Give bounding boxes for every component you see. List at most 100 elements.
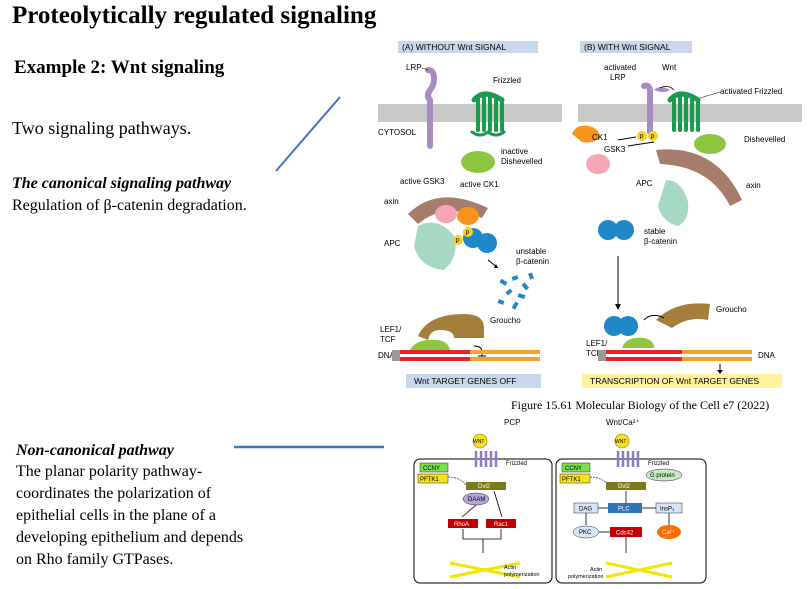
axin-protein: [656, 149, 742, 206]
tcf-label: TCF: [586, 349, 602, 358]
dna-strand-orange-1: [682, 350, 752, 354]
frizzled-receptor: [474, 451, 498, 467]
dna-strand-orange-1: [470, 350, 540, 354]
dna-label: DNA: [378, 351, 396, 360]
cdc42-box: [610, 527, 642, 537]
rac1-box: [486, 519, 516, 528]
insp3-label: InsP₃: [660, 507, 675, 513]
noncanonical-line: epithelial cells in the plane of a: [16, 507, 216, 524]
ccny-label: CCNY: [565, 466, 582, 472]
groucho-label: Groucho: [490, 316, 521, 325]
inactive-dishevelled: [461, 151, 495, 173]
inactive-dishevelled-label-2: Dishevelled: [501, 157, 542, 166]
dna-strand-red-2: [400, 357, 470, 361]
apc-protein: [414, 222, 456, 270]
pcp-title: PCP: [504, 418, 520, 427]
actin-filament: [449, 561, 521, 579]
dna-strand-orange-2: [470, 357, 540, 361]
noncanonical-line: The planar polarity pathway-: [16, 463, 203, 480]
ca-panel: [555, 458, 707, 584]
dag-label: DAG: [579, 507, 592, 513]
apc-label: APC: [384, 239, 401, 248]
intro-text: Two signaling pathways.: [12, 118, 192, 138]
calcium-label: Ca²⁺: [662, 529, 675, 536]
dna-strand-red-1: [400, 350, 470, 354]
diagram-footer: Wnt TARGET GENES OFF: [414, 376, 517, 386]
activated-lrp-label-1: activated: [604, 63, 636, 72]
pcp-panel: [413, 458, 553, 584]
gsk3-protein: [435, 205, 457, 223]
phosphate-2: [648, 131, 658, 141]
dna-label: DNA: [758, 351, 776, 360]
wnt-label: WNT: [473, 439, 484, 445]
rhoa-label: RhoA: [454, 522, 469, 528]
slide-subtitle: Example 2: Wnt signaling: [14, 57, 225, 78]
phosphate-2: [463, 227, 473, 237]
groucho-label: Groucho: [716, 305, 747, 314]
frizzled-label: Frizzled: [506, 461, 527, 467]
ccny-label: CCNY: [423, 466, 440, 472]
dishevelled: [694, 134, 726, 154]
noncanonical-heading: Non-canonical pathway: [16, 442, 174, 459]
ck1-label: CK1: [592, 133, 608, 142]
dvl-label: Dvl2: [478, 484, 491, 490]
pkc-label: PKC: [579, 530, 592, 536]
axin-label: axin: [384, 197, 399, 206]
frizzled-receptor: [470, 91, 506, 137]
ck1-protein: [572, 125, 600, 143]
pftk1-box: [417, 473, 449, 484]
gsk3-protein: [586, 154, 610, 174]
wnt-ligand: [654, 87, 670, 92]
lrp-label: LRP: [406, 63, 422, 72]
frizzled-receptor: [616, 451, 640, 467]
gsk3-label: GSK3: [604, 145, 626, 154]
unstable-label-1: unstable: [516, 247, 547, 256]
apc-label: APC: [636, 179, 653, 188]
g-protein-node: [645, 468, 683, 482]
cdc42-label: Cdc42: [616, 531, 634, 537]
lrp-receptor: [641, 82, 653, 135]
pftk1-label: PFTK1: [562, 477, 581, 483]
dna-end: [392, 350, 400, 361]
inactive-dishevelled-label-1: inactive: [501, 147, 529, 156]
frizzled-label: Frizzled: [648, 461, 669, 467]
stable-beta-catenin-2: [614, 220, 634, 240]
lef1-label: LEF1/: [380, 325, 402, 334]
stable-label-2: β-catenin: [644, 237, 677, 246]
lrp-receptor: [425, 67, 438, 149]
stable-beta-catenin-1: [598, 220, 618, 240]
noncanonical-description: The planar polarity pathway- coordinates…: [16, 461, 243, 571]
actin-filament: [605, 561, 673, 579]
nuclear-beta-catenin-1: [604, 316, 624, 336]
dna-strand-red-1: [606, 350, 682, 354]
daam-label: DAAM: [468, 497, 485, 503]
phosphate-label-1: P: [640, 135, 644, 141]
pftk1-box: [559, 473, 591, 484]
header-bg: [580, 41, 692, 53]
phosphate-label-1: P: [456, 239, 460, 245]
actin-label-1: Actin: [504, 565, 516, 571]
actin-label-2: polymerization: [504, 572, 539, 578]
dvl-box: [606, 482, 646, 490]
active-gsk3-label: active GSK3: [400, 177, 445, 186]
rac1-label: Rac1: [494, 522, 509, 528]
groucho-protein: [418, 314, 484, 340]
canonical-description: Regulation of β-catenin degradation.: [12, 197, 247, 214]
noncanonical-line: on Rho family GTPases.: [16, 551, 174, 568]
tcf-label: TCF: [380, 335, 396, 344]
wnt-ca-title: Wnt/Ca²⁺: [606, 418, 640, 427]
wnt-label: WNT: [615, 439, 626, 445]
wnt-ligand: [472, 433, 488, 449]
groucho-protein: [656, 303, 710, 328]
ccny-box: [419, 462, 449, 473]
actin-label-1: Actin: [590, 567, 602, 573]
diagram-noncanonical: PCP Wnt/Ca²⁺ WNT Frizzled CCNY PFTK1 Dvl…: [413, 418, 707, 584]
nuclear-beta-catenin-2: [618, 316, 638, 336]
wnt-ligand: [614, 433, 630, 449]
diagram-without-wnt: (A) WITHOUT Wnt SIGNAL LRP Frizzled CYTO…: [378, 41, 562, 388]
dishevelled-label: Dishevelled: [744, 135, 785, 144]
diagram-with-wnt: (B) WITH Wnt SIGNAL activated LRP Wnt ac…: [572, 41, 802, 388]
degraded-beta-catenin: [497, 272, 534, 310]
footer-bg: [582, 374, 782, 388]
wnt-label: Wnt: [662, 63, 677, 72]
